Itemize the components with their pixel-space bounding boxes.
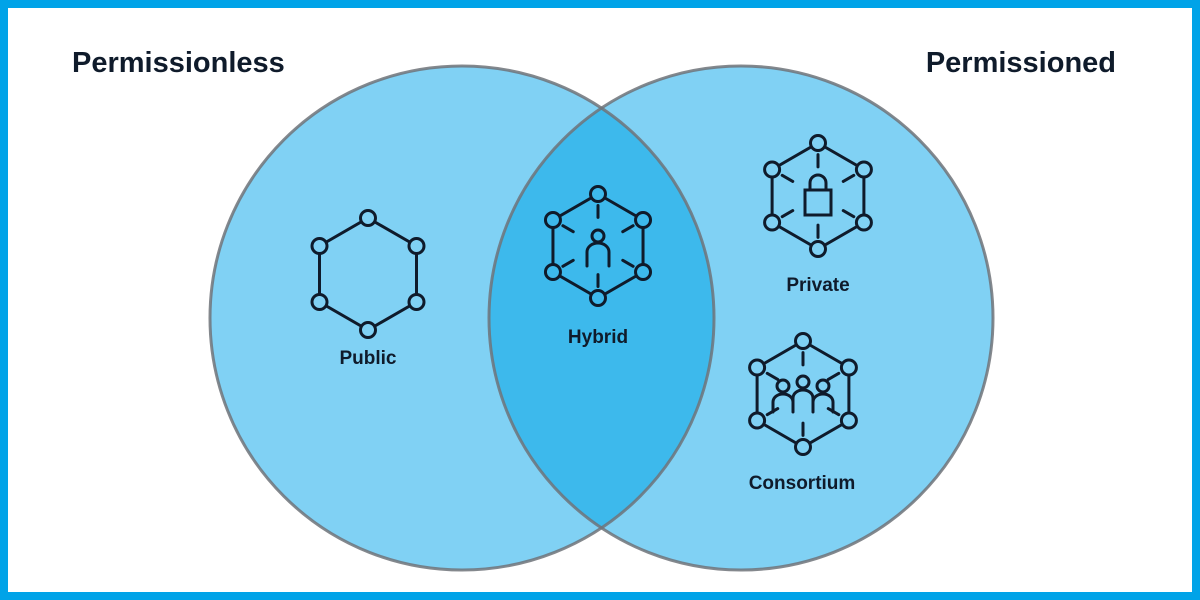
spoke-line xyxy=(780,173,795,183)
spoke-line xyxy=(841,173,856,183)
spoke-line xyxy=(621,224,635,234)
public-label: Public xyxy=(339,348,396,369)
node-circle xyxy=(809,134,827,152)
spoke-line xyxy=(780,209,795,219)
node-circle xyxy=(809,240,827,258)
node-circle xyxy=(634,263,653,281)
person-head xyxy=(775,378,791,394)
person-hexagon-network-icon xyxy=(543,185,653,307)
node-circle xyxy=(763,213,782,232)
permissioned-title: Permissioned xyxy=(926,47,1116,79)
group-hexagon-network-icon xyxy=(748,332,858,456)
lock-body xyxy=(803,188,833,217)
consortium-label: Consortium xyxy=(749,473,856,494)
node-circle xyxy=(543,211,562,229)
hybrid-label: Hybrid xyxy=(568,327,628,348)
node-circle xyxy=(763,160,782,179)
node-circle xyxy=(589,185,607,203)
person-body xyxy=(585,241,611,268)
node-circle xyxy=(407,293,426,311)
permissionless-outline xyxy=(208,64,716,572)
node-circle xyxy=(407,237,426,255)
spoke-line xyxy=(826,371,841,381)
node-circle xyxy=(359,321,377,339)
lock-hexagon-network-icon xyxy=(763,134,873,258)
overlap-region xyxy=(489,66,714,570)
node-circle xyxy=(854,160,873,179)
spoke-line xyxy=(561,224,575,234)
node-circle xyxy=(794,332,812,350)
node-circle xyxy=(839,411,858,430)
permissioned-outline xyxy=(487,64,995,572)
person-body xyxy=(791,388,815,410)
node-circle xyxy=(359,209,377,227)
person-body xyxy=(811,392,835,414)
node-circle xyxy=(748,358,767,377)
node-circle xyxy=(634,211,653,229)
node-circle xyxy=(839,358,858,377)
plain-hexagon-network-icon xyxy=(310,209,426,339)
node-circle xyxy=(748,411,767,430)
node-circle xyxy=(589,289,607,307)
spoke-line xyxy=(841,209,856,219)
node-circle xyxy=(310,237,329,255)
spoke-line xyxy=(561,258,575,268)
spoke-line xyxy=(621,258,635,268)
node-circle xyxy=(310,293,329,311)
person-head xyxy=(815,378,831,394)
node-circle xyxy=(543,263,562,281)
lock-shackle xyxy=(808,173,828,192)
person-head xyxy=(795,374,811,390)
spoke-line xyxy=(765,371,780,381)
node-circle xyxy=(854,213,873,232)
permissionless-title: Permissionless xyxy=(72,47,285,79)
private-label: Private xyxy=(786,275,849,296)
node-circle xyxy=(794,438,812,456)
